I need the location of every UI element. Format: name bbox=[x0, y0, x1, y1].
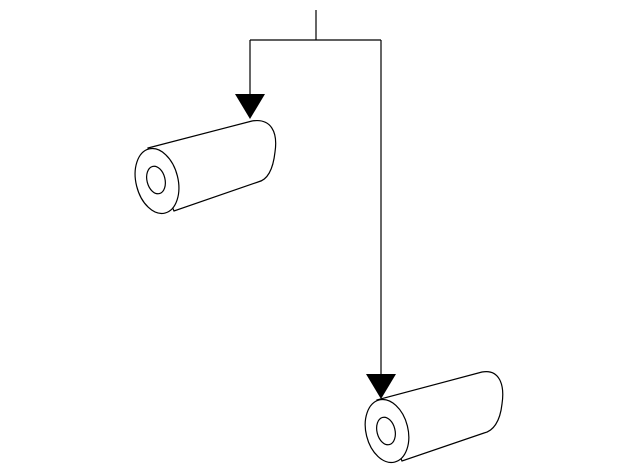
upper-sleeve bbox=[134, 120, 277, 215]
arrow-head-upper bbox=[235, 94, 265, 119]
upper-sleeve-body bbox=[147, 120, 277, 212]
upper-sleeve-bore bbox=[146, 165, 166, 195]
lower-sleeve-bore bbox=[376, 416, 396, 446]
arrow-head-lower bbox=[366, 374, 396, 399]
leader-lines bbox=[249, 10, 382, 376]
lower-sleeve bbox=[364, 371, 504, 464]
